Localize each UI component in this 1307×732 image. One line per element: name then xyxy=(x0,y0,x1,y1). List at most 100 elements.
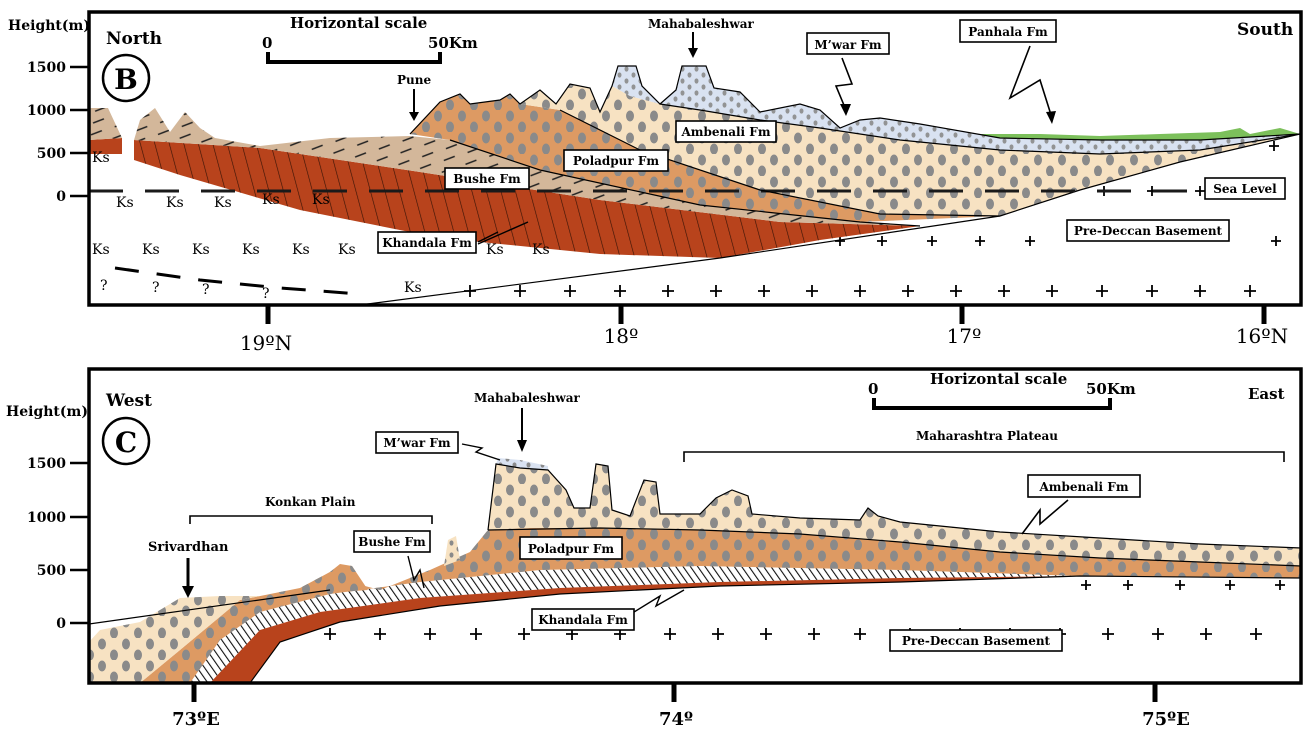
x-tick-label: 16ºN xyxy=(1236,324,1288,348)
panel-b: Ks Ks Ks Ks Ks Ks Ks Ks Ks Ks Ks Ks Ks K… xyxy=(8,12,1301,355)
label-basement: Pre-Deccan Basement xyxy=(1067,220,1229,241)
svg-text:Panhala Fm: Panhala Fm xyxy=(968,25,1048,39)
y-tick-label: 0 xyxy=(56,189,66,205)
label-khandala-fm: Khandala Fm xyxy=(532,590,684,630)
y-axis-title: Height(m) xyxy=(6,404,88,420)
basement-cross xyxy=(998,285,1010,297)
svg-text:Khandala Fm: Khandala Fm xyxy=(382,236,472,250)
basement-cross xyxy=(514,285,526,297)
panel-b-letter: B xyxy=(114,63,138,96)
basement-cross xyxy=(1200,628,1212,640)
basement-cross xyxy=(808,628,820,640)
direction-west: West xyxy=(105,391,152,411)
basement-cross xyxy=(1269,141,1279,151)
scale-title: Horizontal scale xyxy=(290,14,427,32)
scale-end: 50Km xyxy=(1086,380,1136,398)
basement-cross xyxy=(662,285,674,297)
basement-cross xyxy=(950,285,962,297)
label-ambenali-fm: Ambenali Fm xyxy=(676,121,776,142)
basement-cross xyxy=(1225,580,1235,590)
svg-text:Pre-Deccan Basement: Pre-Deccan Basement xyxy=(1074,224,1223,238)
ks-label: Ks xyxy=(192,242,210,258)
svg-text:M’war Fm: M’war Fm xyxy=(814,38,882,52)
basement-cross xyxy=(664,628,676,640)
svg-text:Bushe Fm: Bushe Fm xyxy=(358,535,426,549)
ks-label: Ks xyxy=(262,192,280,208)
basement-cross xyxy=(1275,580,1285,590)
place-mahabaleshwar: Mahabaleshwar xyxy=(648,17,755,31)
region-maharashtra-plateau: Maharashtra Plateau xyxy=(916,429,1058,443)
basement-cross xyxy=(614,285,626,297)
ks-label: Ks xyxy=(338,242,356,258)
basement-cross xyxy=(1271,236,1281,246)
basement-cross xyxy=(374,628,386,640)
y-tick-label: 0 xyxy=(56,616,66,632)
ks-label: Ks xyxy=(312,192,330,208)
scale-start: 0 xyxy=(868,380,878,398)
basement-cross xyxy=(854,285,866,297)
label-ambenali-fm: Ambenali Fm xyxy=(1022,475,1140,534)
place-mahabaleshwar: Mahabaleshwar xyxy=(474,391,581,405)
ks-label: Ks xyxy=(532,242,550,258)
basement-cross xyxy=(1152,628,1164,640)
place-srivardhan: Srivardhan xyxy=(148,540,229,555)
basement-cross xyxy=(712,628,724,640)
y-tick-label: 1000 xyxy=(27,103,66,119)
panel-c: Height(m) 1500 1000 500 0 West East C Ho… xyxy=(6,369,1301,730)
basement-cross xyxy=(758,285,770,297)
basement-cross xyxy=(1046,285,1058,297)
unknown-label: ? xyxy=(202,282,210,298)
label-poladpur-fm: Poladpur Fm xyxy=(520,537,622,559)
region-konkan-plain: Konkan Plain xyxy=(265,495,356,509)
y-tick-label: 500 xyxy=(37,146,66,162)
scale-end: 50Km xyxy=(428,34,478,52)
scale-bar xyxy=(874,398,1110,408)
basement-cross xyxy=(1123,580,1133,590)
svg-text:Ambenali Fm: Ambenali Fm xyxy=(680,125,770,139)
plateau-bracket xyxy=(684,452,1284,462)
svg-text:Poladpur Fm: Poladpur Fm xyxy=(528,542,615,556)
ks-label: Ks xyxy=(166,195,184,211)
basement-cross xyxy=(518,628,530,640)
direction-north: North xyxy=(106,29,162,49)
basement-cross xyxy=(1081,580,1091,590)
basement-cross xyxy=(806,285,818,297)
basement-cross xyxy=(1146,285,1158,297)
label-basement: Pre-Deccan Basement xyxy=(890,630,1062,651)
y-tick-label: 500 xyxy=(37,563,66,579)
basement-cross xyxy=(324,628,336,640)
panel-c-letter: C xyxy=(115,426,137,459)
basement-cross xyxy=(1175,580,1185,590)
direction-south: South xyxy=(1237,20,1293,40)
svg-text:Khandala Fm: Khandala Fm xyxy=(538,613,628,627)
unknown-label: ? xyxy=(152,280,160,296)
svg-text:Poladpur Fm: Poladpur Fm xyxy=(573,154,660,168)
y-tick-label: 1500 xyxy=(27,60,66,76)
label-mwar-fm: M’war Fm xyxy=(807,33,889,116)
svg-text:Sea Level: Sea Level xyxy=(1213,182,1277,196)
ks-label: Ks xyxy=(214,195,232,211)
ks-label: Ks xyxy=(292,242,310,258)
y-tick-label: 1000 xyxy=(27,510,66,526)
basement-cross xyxy=(877,236,887,246)
scale-title: Horizontal scale xyxy=(930,370,1067,388)
unknown-label: ? xyxy=(262,286,270,302)
basement-cross xyxy=(902,285,914,297)
y-axis-title: Height(m) xyxy=(8,18,90,34)
label-sea-level: Sea Level xyxy=(1205,178,1285,199)
ks-label: Ks xyxy=(92,242,110,258)
ks-label: Ks xyxy=(486,242,504,258)
basement-cross xyxy=(424,628,436,640)
svg-text:M’war Fm: M’war Fm xyxy=(383,436,451,450)
basement-cross xyxy=(470,628,482,640)
y-tick-label: 1500 xyxy=(27,456,66,472)
label-poladpur-fm: Poladpur Fm xyxy=(564,150,668,171)
basement-cross xyxy=(1250,628,1262,640)
basement-cross xyxy=(1102,628,1114,640)
basement-cross xyxy=(975,236,985,246)
label-bushe-fm: Bushe Fm xyxy=(445,168,529,189)
label-panhala-fm: Panhala Fm xyxy=(960,20,1056,124)
x-tick-label: 18º xyxy=(604,324,639,348)
ks-label: Ks xyxy=(116,195,134,211)
